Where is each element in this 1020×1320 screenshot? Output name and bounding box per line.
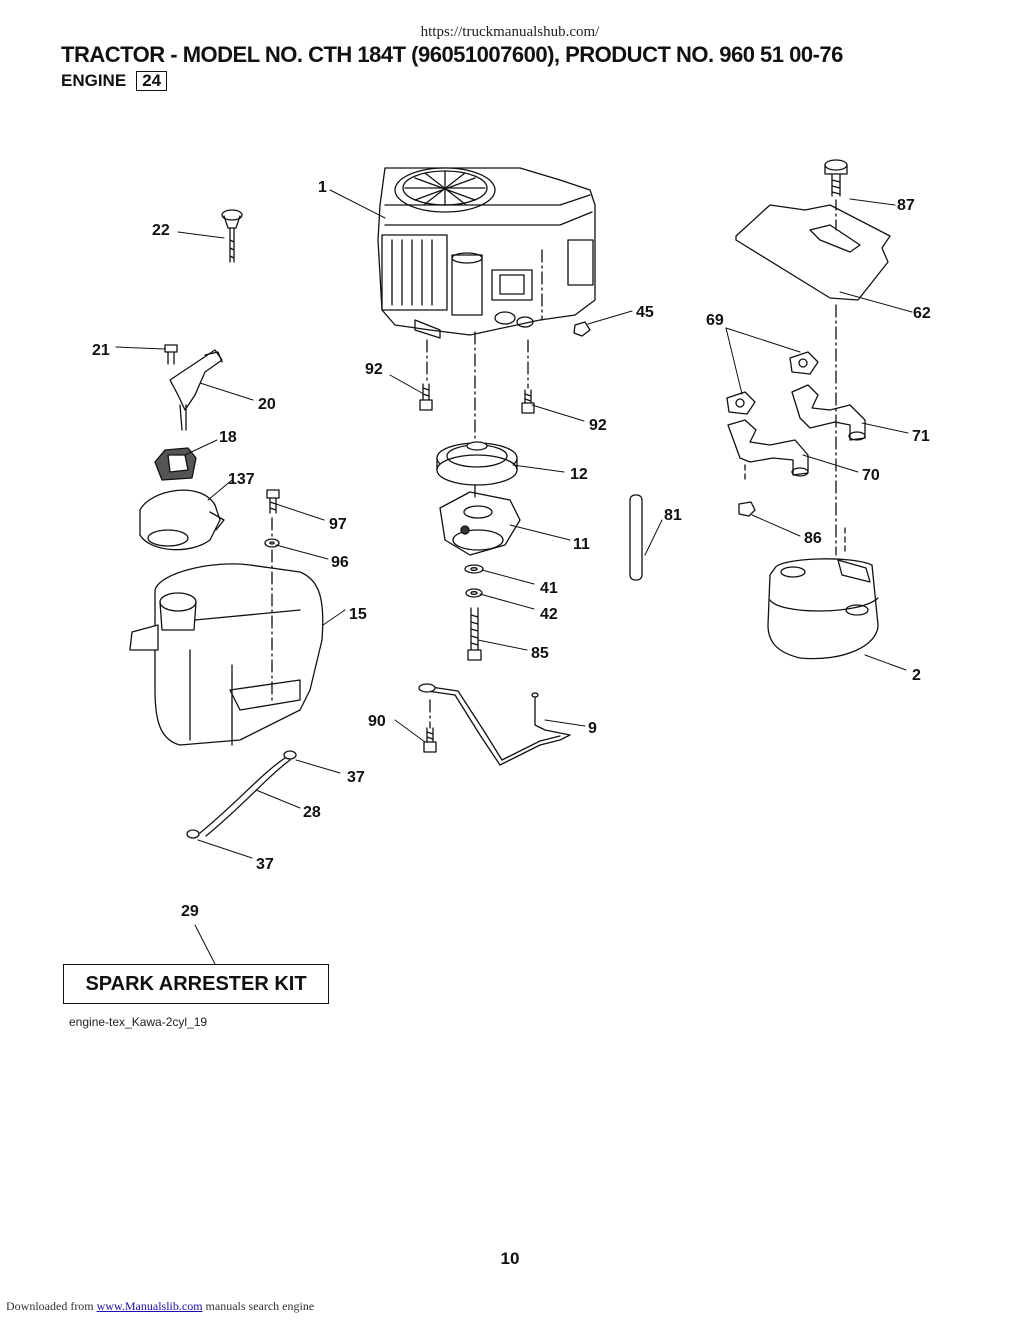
part-96-washer <box>264 538 280 548</box>
callout-37-upper: 37 <box>347 769 365 786</box>
part-90-bolt <box>423 727 437 753</box>
callout-137: 137 <box>228 471 255 488</box>
spark-arrester-kit-box: SPARK ARRESTER KIT <box>63 964 329 1004</box>
footer-prefix: Downloaded from <box>6 1299 94 1313</box>
part-85-bolt <box>467 607 482 661</box>
section-number-box: 24 <box>136 71 168 91</box>
part-12-pulley <box>436 441 518 486</box>
drawing-file-reference: engine-tex_Kawa-2cyl_19 <box>69 1015 208 1029</box>
callout-87: 87 <box>897 197 915 214</box>
source-url: https://truckmanualshub.com/ <box>420 24 600 40</box>
part-87-knob-bolt <box>824 159 848 197</box>
part-37-hose-clamp-lower <box>186 829 200 839</box>
callout-2: 2 <box>912 667 921 684</box>
part-11-pto-clutch <box>439 491 521 556</box>
spark-arrester-kit-label: SPARK ARRESTER KIT <box>85 972 307 995</box>
callout-69: 69 <box>706 312 724 329</box>
part-97-screw <box>266 489 280 514</box>
callout-1: 1 <box>318 179 327 196</box>
part-62-heat-shield <box>735 199 891 301</box>
page-number: 10 <box>500 1249 520 1268</box>
callout-15: 15 <box>349 606 367 623</box>
page-title: TRACTOR - MODEL NO. CTH 184T (9605100760… <box>61 42 843 67</box>
part-81-tube <box>629 494 643 581</box>
part-42-washer <box>465 588 483 598</box>
callout-42: 42 <box>540 606 558 623</box>
part-92-bolt-left <box>419 383 433 411</box>
section-heading: ENGINE 24 <box>61 71 168 91</box>
callout-28: 28 <box>303 804 321 821</box>
callout-12: 12 <box>570 466 588 483</box>
part-86-nut <box>738 501 756 517</box>
callout-29: 29 <box>181 903 199 920</box>
callout-90: 90 <box>368 713 386 730</box>
callout-labels: 1 22 87 62 45 69 21 92 20 92 71 18 12 70… <box>92 179 931 920</box>
callout-37-lower: 37 <box>256 856 274 873</box>
callout-96: 96 <box>331 554 349 571</box>
callout-92-left: 92 <box>365 361 383 378</box>
callout-22: 22 <box>152 222 170 239</box>
callout-70: 70 <box>862 467 880 484</box>
manualslib-link[interactable]: www.Manualslib.com <box>96 1299 203 1313</box>
part-71-exhaust-pipe <box>791 384 866 441</box>
engine-assembly <box>377 167 596 339</box>
part-21-screw <box>164 344 178 365</box>
callout-92-right: 92 <box>589 417 607 434</box>
section-label: ENGINE <box>61 71 127 90</box>
callout-81: 81 <box>664 507 682 524</box>
assembly-centerlines <box>271 249 837 729</box>
callout-18: 18 <box>219 429 237 446</box>
callout-11: 11 <box>573 536 590 553</box>
part-22-dipstick <box>221 209 243 263</box>
callout-62: 62 <box>913 305 931 322</box>
callout-21: 21 <box>92 342 110 359</box>
footer-suffix: manuals search engine <box>205 1299 315 1313</box>
callout-97: 97 <box>329 516 347 533</box>
callout-45: 45 <box>636 304 654 321</box>
callout-20: 20 <box>258 396 276 413</box>
part-2-muffler <box>767 527 879 660</box>
callout-85: 85 <box>531 645 549 662</box>
part-18-fuel-cap <box>154 447 197 481</box>
part-137-fuel-funnel <box>139 489 225 551</box>
part-45-nut <box>573 321 591 337</box>
download-footer: Downloaded from www.Manualslib.com manua… <box>6 1299 314 1314</box>
part-41-washer <box>464 564 484 574</box>
callout-41: 41 <box>540 580 558 597</box>
part-92-bolt-right <box>521 389 535 414</box>
callout-71: 71 <box>912 428 930 445</box>
part-15-fuel-tank <box>129 563 324 746</box>
callout-9: 9 <box>588 720 597 737</box>
part-20-control-bracket <box>169 349 223 431</box>
part-37-hose-clamp-upper <box>283 750 297 760</box>
part-70-exhaust-pipe <box>727 419 809 481</box>
leader-lines <box>115 189 913 965</box>
part-28-fuel-hose <box>199 757 291 837</box>
part-9-support-rod <box>418 683 571 766</box>
callout-86: 86 <box>804 530 822 547</box>
